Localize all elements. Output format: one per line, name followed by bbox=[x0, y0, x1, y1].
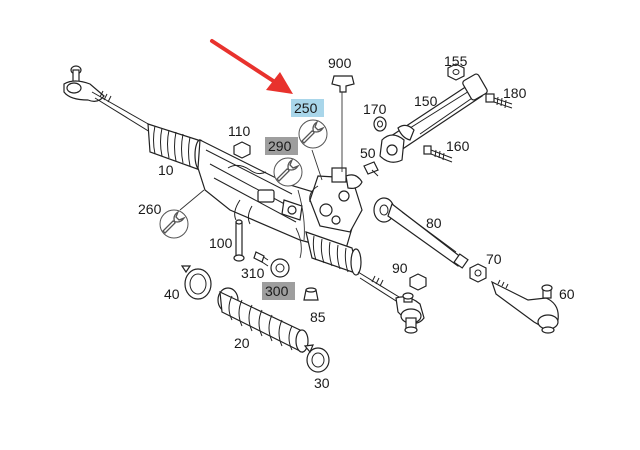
part-label-80[interactable]: 80 bbox=[426, 215, 442, 231]
nut-110-drawing bbox=[233, 141, 251, 159]
part-label-50[interactable]: 50 bbox=[360, 145, 376, 161]
part-label-60[interactable]: 60 bbox=[559, 286, 575, 302]
part-label-170[interactable]: 170 bbox=[363, 101, 387, 117]
leader-lines bbox=[179, 149, 323, 259]
bolt-100-drawing bbox=[233, 219, 245, 262]
part-label-310[interactable]: 310 bbox=[241, 265, 265, 281]
part-label-300[interactable]: 300 bbox=[265, 283, 289, 299]
rack-housing-drawing bbox=[197, 139, 363, 253]
part-label-260[interactable]: 260 bbox=[138, 201, 162, 217]
bushing-310-drawing bbox=[253, 251, 290, 278]
fitting-900-drawing bbox=[331, 75, 355, 172]
nut-155-drawing bbox=[447, 63, 465, 81]
part-label-110[interactable]: 110 bbox=[228, 123, 251, 139]
rack-bellows-left-drawing bbox=[147, 123, 206, 171]
plug-85-drawing bbox=[303, 287, 319, 301]
part-label-290[interactable]: 290 bbox=[268, 138, 292, 154]
bolt-180-drawing bbox=[485, 93, 513, 109]
steering-shaft-drawing bbox=[379, 73, 488, 163]
bolt-160-drawing bbox=[423, 145, 453, 163]
part-label-100[interactable]: 100 bbox=[209, 235, 233, 251]
clamp-30-drawing bbox=[303, 344, 330, 373]
part-label-10[interactable]: 10 bbox=[158, 162, 174, 178]
clamp-40-drawing bbox=[180, 265, 212, 300]
part-label-150[interactable]: 150 bbox=[414, 93, 438, 109]
part-label-40[interactable]: 40 bbox=[164, 286, 180, 302]
tie-rod-end-left-drawing bbox=[63, 65, 151, 133]
rack-bellows-right-drawing bbox=[305, 231, 405, 307]
part-label-30[interactable]: 30 bbox=[314, 375, 330, 391]
wrench-icon bbox=[159, 209, 189, 239]
highlight-box-300 bbox=[262, 282, 295, 300]
part-label-250[interactable]: 250 bbox=[294, 100, 318, 116]
part-label-160[interactable]: 160 bbox=[446, 138, 470, 154]
highlight-box-250 bbox=[291, 99, 324, 117]
part-label-70[interactable]: 70 bbox=[486, 251, 502, 267]
part-label-155[interactable]: 155 bbox=[444, 53, 468, 69]
tie-rod-end-right-drawing bbox=[490, 279, 559, 334]
wrench-icon bbox=[273, 157, 303, 187]
part-label-180[interactable]: 180 bbox=[503, 85, 527, 101]
clip-50-drawing bbox=[363, 161, 379, 177]
part-label-90[interactable]: 90 bbox=[392, 260, 408, 276]
nut-90-drawing bbox=[409, 273, 427, 291]
part-label-20[interactable]: 20 bbox=[234, 335, 250, 351]
washer-170-drawing bbox=[373, 116, 387, 132]
inner-tie-rod-80-drawing bbox=[373, 197, 469, 269]
part-label-900[interactable]: 900 bbox=[328, 55, 352, 71]
wrench-icon bbox=[298, 119, 328, 149]
tie-rod-end-center-drawing bbox=[395, 292, 425, 334]
nut-70-drawing bbox=[469, 263, 487, 283]
highlight-box-290 bbox=[265, 137, 298, 155]
part-label-85[interactable]: 85 bbox=[310, 309, 326, 325]
pointer-arrow-icon bbox=[210, 39, 293, 94]
